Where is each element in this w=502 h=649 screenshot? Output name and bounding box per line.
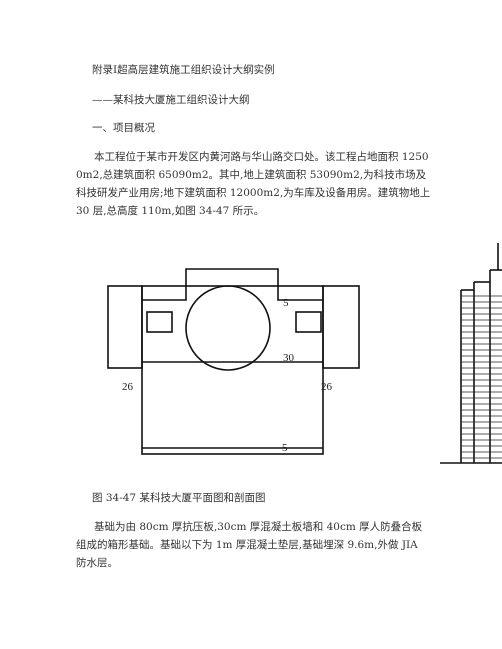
plan-left-wing — [107, 285, 143, 369]
plan-right-core — [295, 311, 322, 333]
dimension-label-top: 5 — [283, 297, 289, 309]
plan-central-circle — [185, 285, 271, 371]
dimension-label-bottom: 5 — [282, 442, 288, 454]
section-floor-lines — [461, 295, 502, 459]
section-heading: 一、项目概况 — [92, 122, 155, 134]
overview-paragraph: 本工程位于某市开发区内黄河路与华山路交口处。该工程占地面积 12500m2,总建… — [76, 151, 431, 217]
dimension-label-right: 26 — [321, 381, 333, 393]
plan-right-wing — [322, 285, 360, 369]
figure-caption: 图 34-47 某科技大厦平面图和剖面图 — [92, 492, 266, 504]
dimension-label-middle: 30 — [283, 352, 295, 364]
dimension-label-left: 26 — [122, 381, 134, 393]
document-subtitle: ——某科技大厦施工组织设计大纲 — [92, 94, 250, 106]
foundation-paragraph: 基础为由 80cm 厚抗压板,30cm 厚混凝土板墙和 40cm 厚人防叠合板组… — [76, 521, 423, 569]
appendix-title: 附录Ⅰ超高层建筑施工组织设计大纲实例 — [92, 64, 275, 76]
plan-left-core — [146, 311, 173, 333]
